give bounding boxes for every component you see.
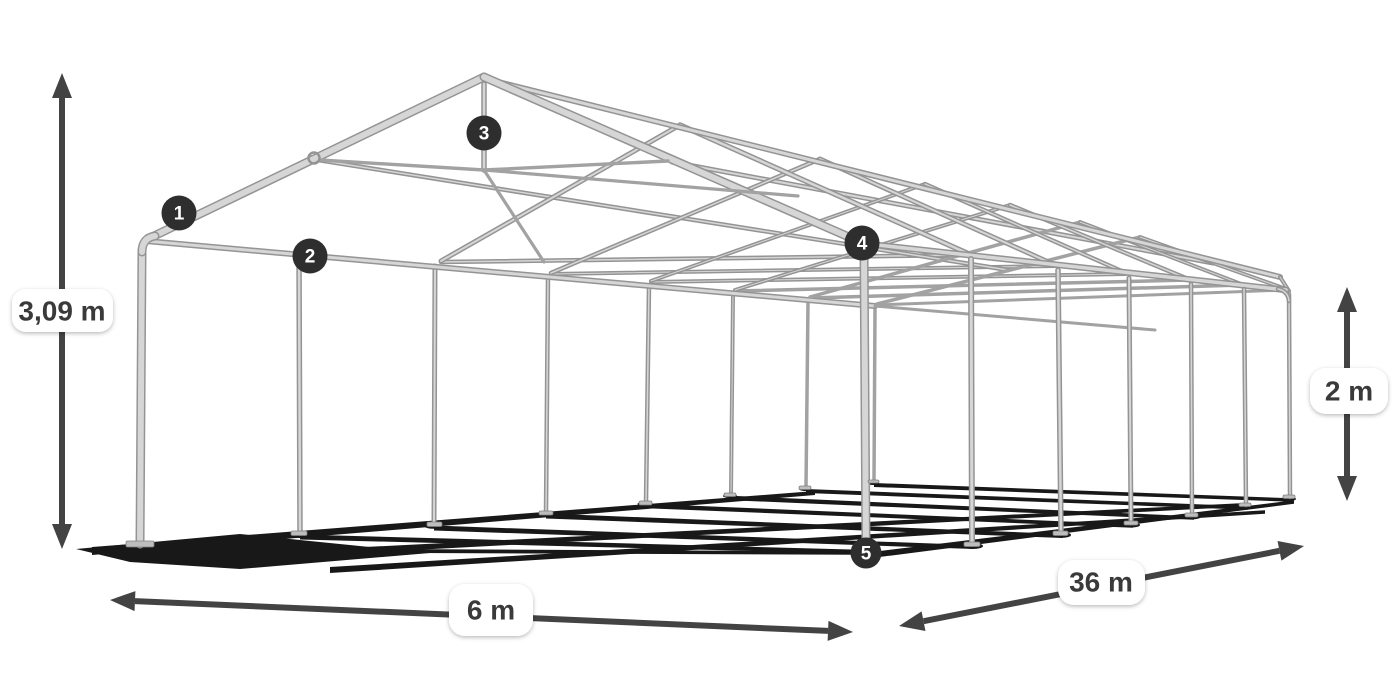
svg-text:1: 1 xyxy=(174,204,185,225)
tent-frame xyxy=(125,72,1296,553)
label-pill xyxy=(12,289,113,332)
width-value: 6 m xyxy=(467,595,515,626)
label-pill xyxy=(449,584,533,636)
dimension-label-length: 36 m xyxy=(1058,560,1145,605)
total-height-value: 3,09 m xyxy=(18,296,105,327)
dimension-label-side-height: 2 m xyxy=(1310,368,1388,414)
part-marker-2: 2 xyxy=(292,238,328,274)
side-height-value: 2 m xyxy=(1325,376,1373,407)
part-marker-3: 3 xyxy=(466,115,502,151)
part-marker-1: 1 xyxy=(161,195,197,231)
dimension-label-total-height: 3,09 m xyxy=(12,289,113,332)
dimension-label-width: 6 m xyxy=(449,584,533,636)
svg-text:4: 4 xyxy=(857,234,868,255)
label-pill xyxy=(1310,368,1388,414)
ground-shadows xyxy=(76,481,1296,573)
length-value: 36 m xyxy=(1069,567,1133,598)
label-pill xyxy=(1058,560,1145,605)
part-marker-4: 4 xyxy=(844,225,880,261)
svg-text:2: 2 xyxy=(305,247,316,268)
svg-text:5: 5 xyxy=(861,544,872,565)
svg-text:3: 3 xyxy=(479,124,490,145)
part-marker-5: 5 xyxy=(850,537,882,569)
